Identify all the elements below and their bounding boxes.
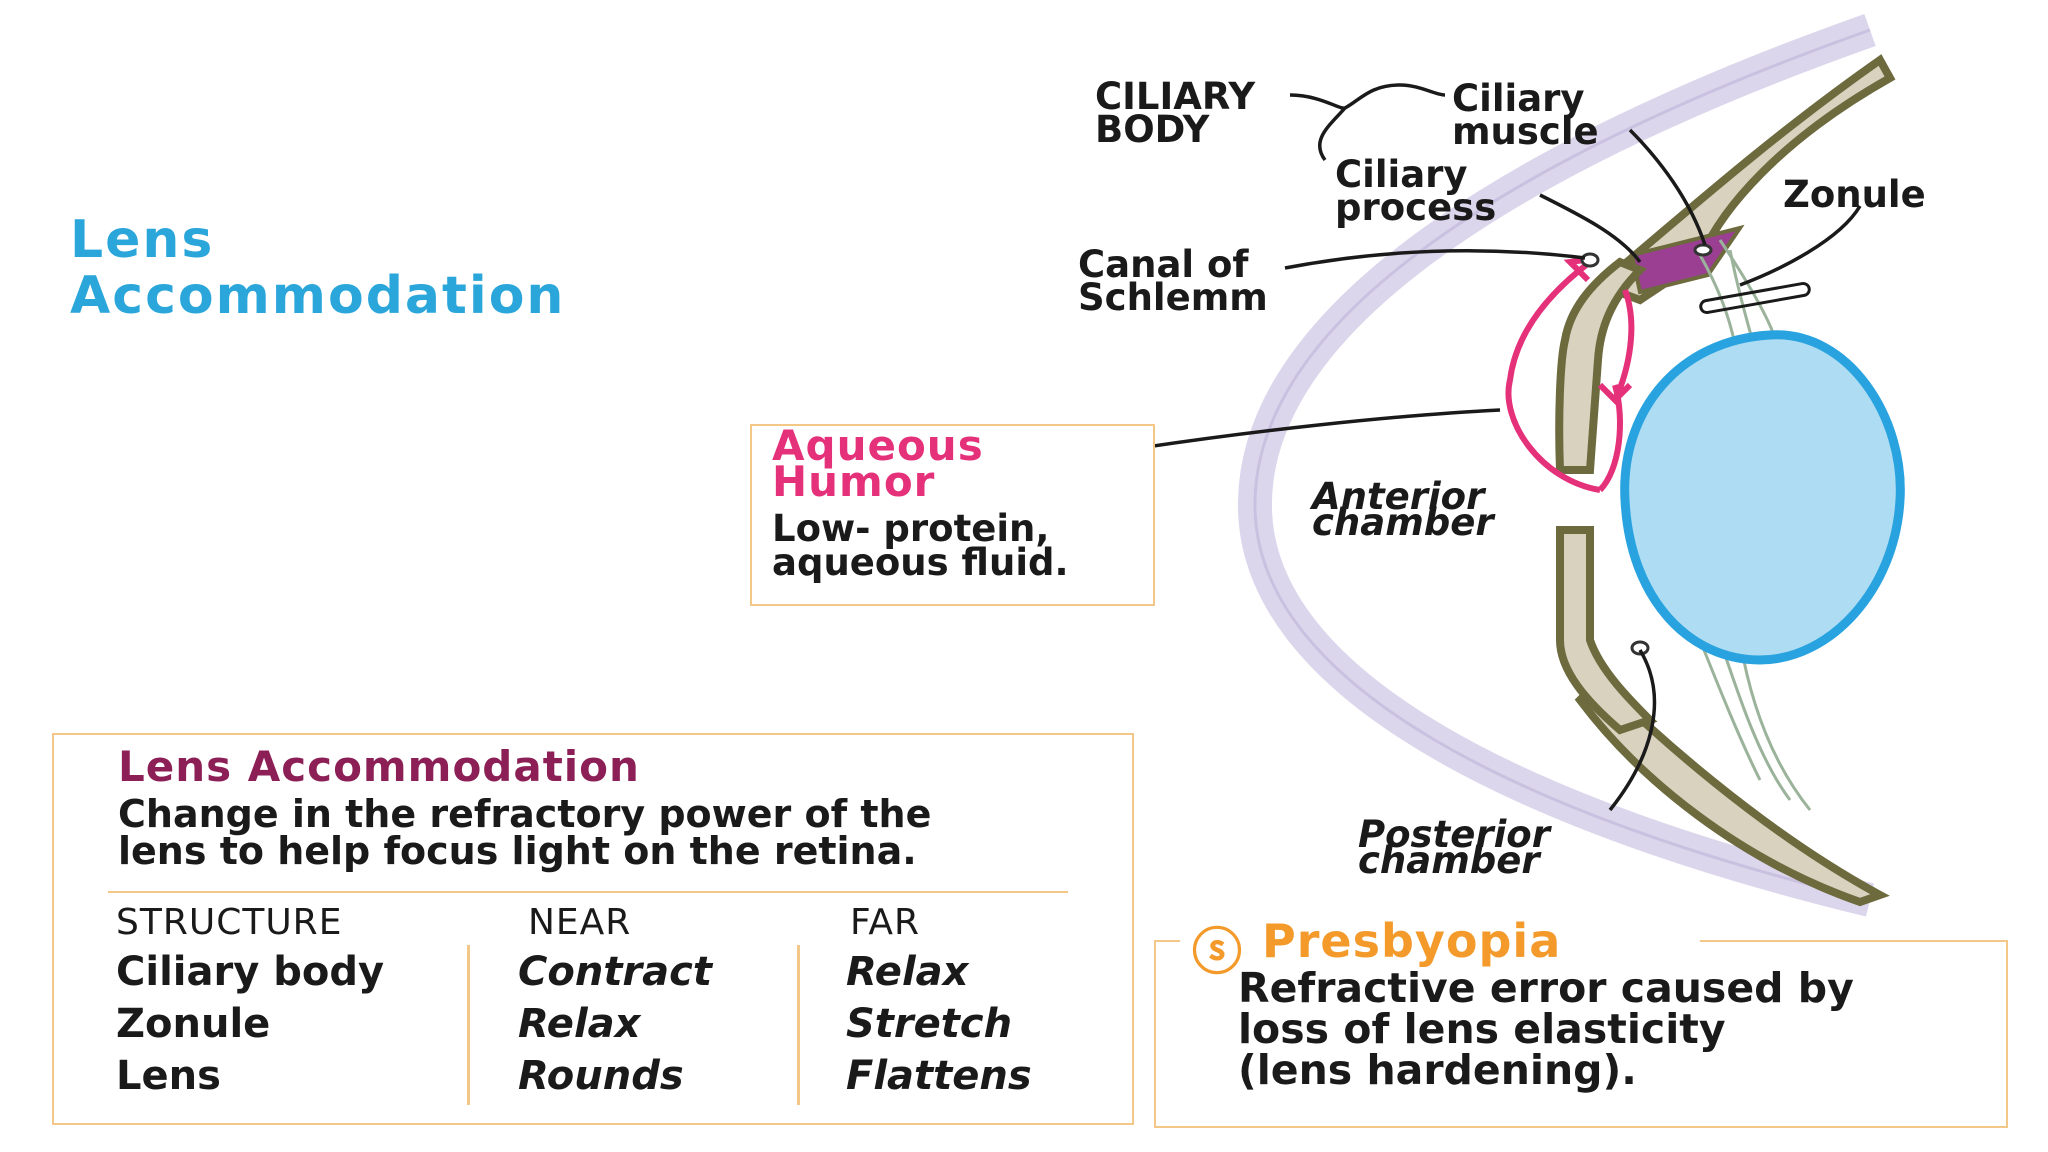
caduceus-icon: ⓢ <box>1192 923 1242 981</box>
column-divider <box>797 945 800 1105</box>
zonule-label: Zonule <box>1783 173 1926 216</box>
lens-accommodation-title: Lens Accommodation <box>118 742 640 791</box>
lens-accommodation-box <box>52 733 1134 1125</box>
page-title: Lens Accommodation <box>70 212 565 324</box>
canal-of-schlemm <box>1580 252 1600 268</box>
table-cell: Flattens <box>846 1053 1032 1099</box>
divider <box>108 891 1068 893</box>
column-header-far: FAR <box>850 902 921 943</box>
ciliary-muscle-label: Ciliary muscle <box>1452 77 1599 153</box>
table-cell: Relax <box>518 1001 641 1047</box>
table-cell: Lens <box>116 1053 221 1099</box>
aqueous-humor-title: Aqueous Humor <box>772 421 984 506</box>
canal-of-schlemm-label: Canal of Schlemm <box>1078 243 1268 319</box>
title-line-2: Accommodation <box>70 266 566 326</box>
table-cell: Stretch <box>846 1001 1013 1047</box>
column-divider <box>467 945 470 1105</box>
table-cell: Ciliary body <box>116 949 385 995</box>
column-header-structure: STRUCTURE <box>116 902 343 943</box>
column-header-near: NEAR <box>528 902 632 943</box>
ciliary-body-label: CILIARY BODY <box>1095 75 1256 151</box>
table-cell: Relax <box>846 949 969 995</box>
anterior-chamber-label: Anterior chamber <box>1312 475 1494 544</box>
presbyopia-title: Presbyopia <box>1262 914 1562 968</box>
table-cell: Zonule <box>116 1001 271 1047</box>
iris-upper <box>1555 257 1648 474</box>
aqueous-flow-arrow <box>1505 259 1601 493</box>
iris-lower <box>1556 526 1658 735</box>
table-col-structure: Ciliary body Zonule Lens <box>116 946 384 1102</box>
lens <box>1620 330 1905 665</box>
aqueous-humor-box <box>750 424 1155 606</box>
table-cell: Rounds <box>518 1053 684 1099</box>
posterior-chamber-label: Posterior chamber <box>1358 813 1550 882</box>
lens-accommodation-desc: Change in the refractory power of the le… <box>118 792 932 873</box>
presbyopia-desc: Refractive error caused by loss of lens … <box>1238 964 1854 1094</box>
table-col-near: Contract Relax Rounds <box>518 946 712 1102</box>
table-col-far: Relax Stretch Flattens <box>846 946 1032 1102</box>
title-line-1: Lens <box>70 210 215 270</box>
ciliary-process-label: Ciliary process <box>1335 153 1497 229</box>
table-cell: Contract <box>518 949 712 995</box>
presbyopia-title-background <box>1180 910 1700 970</box>
aqueous-humor-desc: Low- protein, aqueous fluid. <box>772 507 1069 584</box>
